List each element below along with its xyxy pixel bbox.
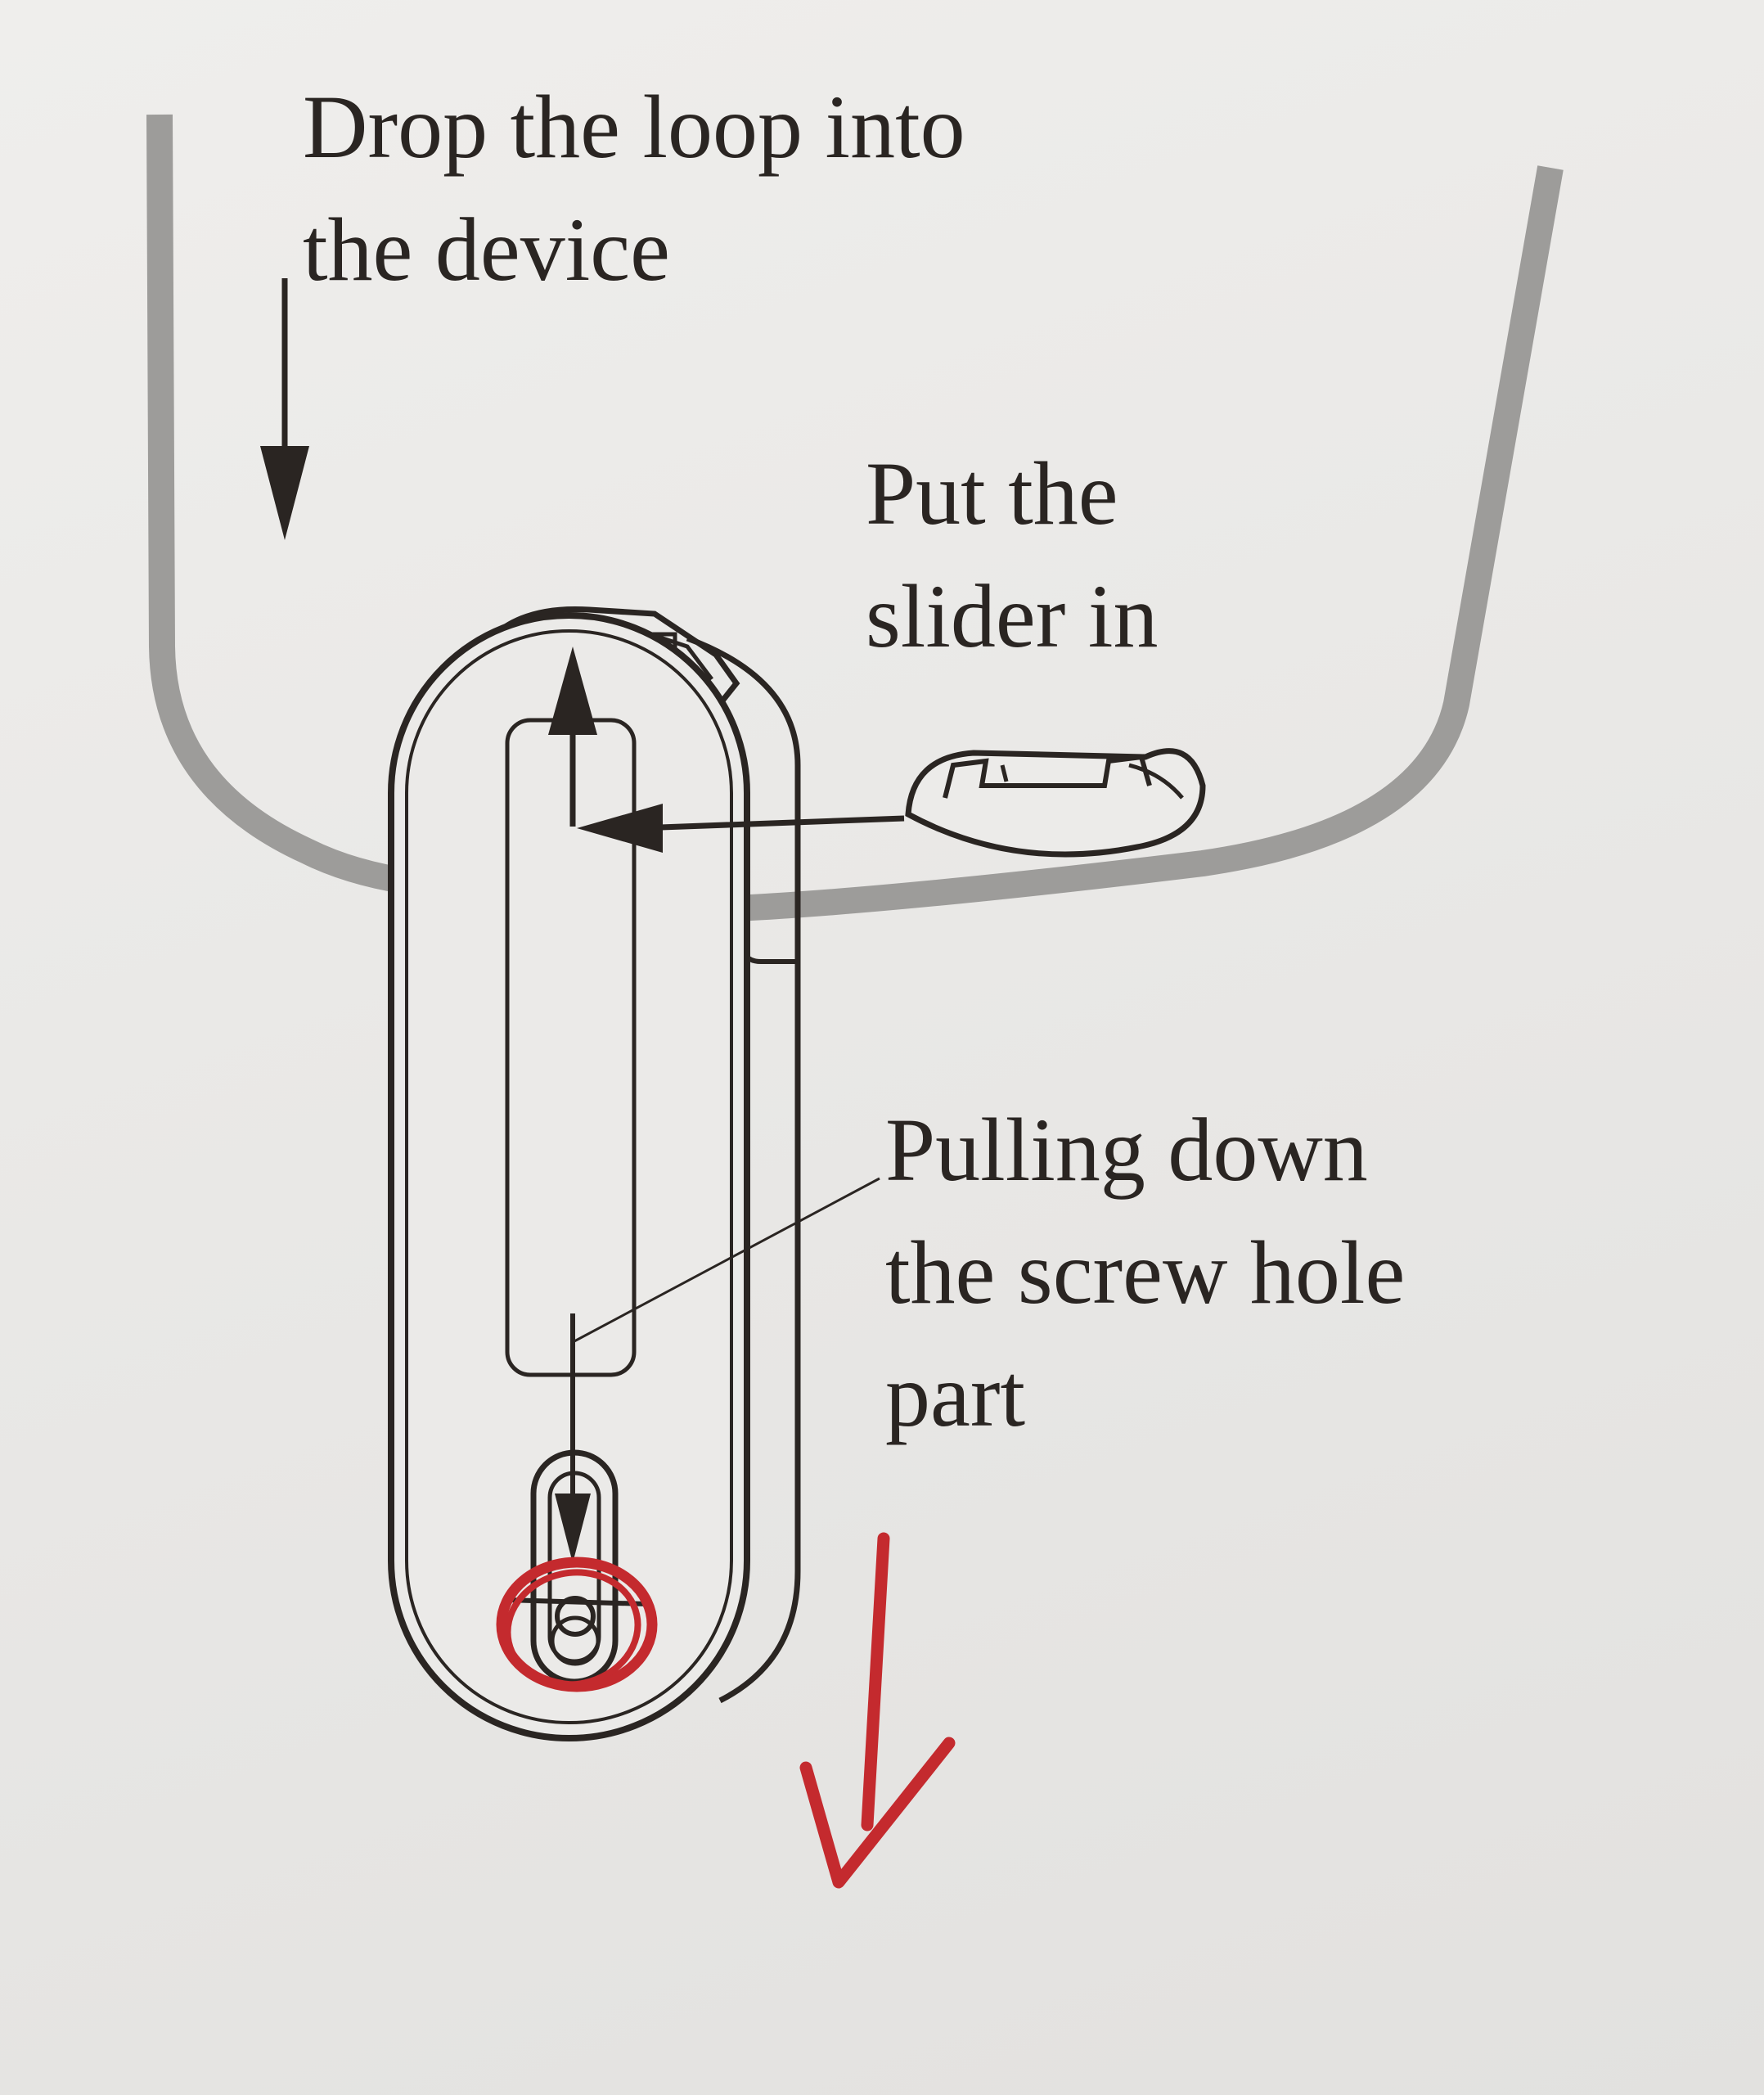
label-drop-line-1: Drop the loop into [303,77,965,177]
slider-insert-arrow-icon [548,647,905,853]
label-drop-line-2: the device [303,200,670,300]
label-slider-line-1: Put the [866,444,1118,543]
device-inner-outline [405,629,733,1724]
label-pulling-line-2: the screw hole [885,1223,1406,1322]
label-slider-line-2: slider in [866,566,1159,666]
pulling-leader-line [572,1177,880,1344]
device-body [388,612,750,1741]
pull-down-arrow-icon [555,1313,591,1563]
label-pulling-line-3: part [885,1345,1026,1445]
label-pulling-down: Pulling down the screw hole part [885,1088,1405,1457]
device-side-edge [686,635,801,1704]
red-circle-annotation [496,1557,658,1692]
label-pulling-line-1: Pulling down [885,1100,1368,1200]
red-arrow-icon [799,1532,956,1889]
slider-piece [905,748,1206,858]
label-drop-loop: Drop the loop into the device [303,65,965,311]
loop-strap [146,114,1564,921]
label-put-slider: Put the slider in [866,432,1158,678]
drop-arrow-icon [260,278,309,540]
